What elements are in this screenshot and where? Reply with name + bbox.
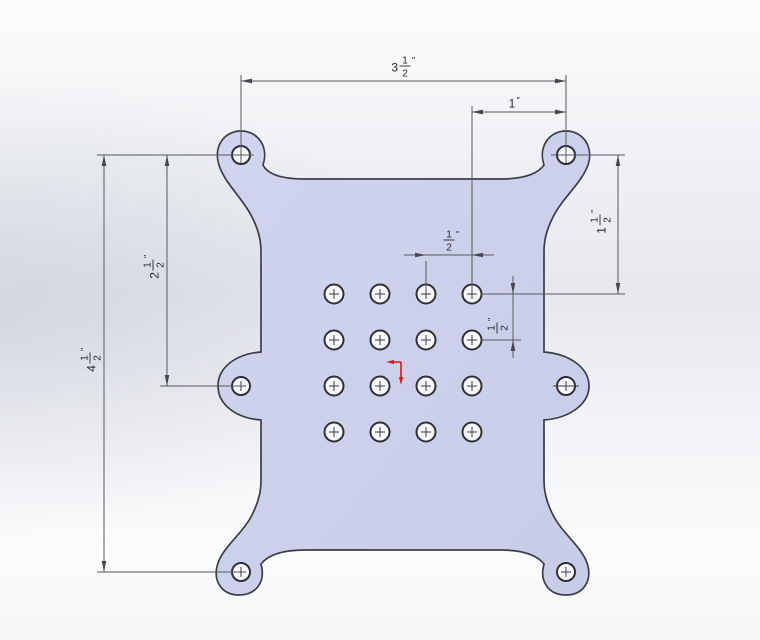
dimension-grid-row-0-5in[interactable]: 1 2 "	[481, 276, 625, 358]
grid-hole[interactable]	[323, 283, 345, 305]
grid-hole[interactable]	[323, 421, 345, 443]
dim-value-numerator: 1	[143, 262, 154, 268]
hole-center-mark	[421, 381, 431, 391]
origin-x-arrowhead	[386, 359, 394, 365]
hole-center-mark	[421, 335, 431, 345]
grid-hole[interactable]	[461, 375, 483, 397]
dim-unit: "	[143, 255, 153, 258]
dim-unit: "	[590, 210, 600, 213]
dim-value-numerator: 1	[487, 325, 498, 331]
dimension-grid-col-0-5in[interactable]: 1 2 "	[404, 230, 494, 290]
dimension-offset-1in[interactable]: 1 "	[471, 96, 566, 290]
dim-value-whole: 1	[509, 97, 516, 111]
dim-unit: "	[412, 56, 415, 66]
dim-value-numerator: 1	[446, 230, 452, 241]
arrowhead	[472, 109, 566, 115]
extension-line	[97, 154, 254, 573]
hole-center-mark	[375, 381, 385, 391]
tab-hole[interactable]	[553, 376, 579, 396]
grid-hole[interactable]	[461, 421, 483, 443]
grid-hole[interactable]	[415, 329, 437, 351]
dim-value-denominator: 2	[500, 325, 511, 331]
hole-center-mark	[467, 427, 477, 437]
hole-center-mark	[329, 427, 339, 437]
grid-hole[interactable]	[415, 375, 437, 397]
grid-hole[interactable]	[461, 329, 483, 351]
dimension-offset-1-5in[interactable]: 1 1 2 "	[551, 154, 625, 294]
grid-hole[interactable]	[415, 421, 437, 443]
dim-unit: "	[517, 96, 520, 106]
dim-value-whole: 4	[85, 365, 99, 372]
dim-value-denominator: 2	[402, 69, 408, 80]
dimension-height-4-5in[interactable]: 4 1 2 "	[80, 154, 255, 573]
extension-line	[240, 75, 567, 163]
dim-value-whole: 2	[148, 272, 162, 279]
dim-value-denominator: 2	[446, 243, 452, 254]
part-face[interactable]	[215, 130, 591, 596]
grid-hole[interactable]	[415, 283, 437, 305]
dim-value-numerator: 1	[590, 217, 601, 223]
dim-unit: "	[487, 318, 497, 321]
hole-center-mark	[467, 289, 477, 299]
hole-center-mark	[329, 335, 339, 345]
hole-center-mark	[553, 381, 579, 391]
dim-unit: "	[80, 348, 90, 351]
grid-hole[interactable]	[369, 283, 391, 305]
hole-center-mark	[561, 567, 571, 577]
hole-center-mark	[421, 289, 431, 299]
hole-center-mark	[467, 335, 477, 345]
dimension-offset-2-5in[interactable]: 2 1 2 "	[143, 155, 245, 387]
hole-center-mark	[375, 335, 385, 345]
dim-value-numerator: 1	[402, 56, 408, 67]
dim-value-whole: 3	[391, 61, 398, 75]
hole-center-mark	[329, 289, 339, 299]
dim-unit: "	[456, 230, 459, 240]
grid-hole[interactable]	[323, 329, 345, 351]
dimension-width-3-5in[interactable]: 3 1 2 "	[240, 56, 567, 164]
hole-center-mark	[375, 289, 385, 299]
origin-marker[interactable]	[386, 359, 404, 385]
grid-hole[interactable]	[369, 421, 391, 443]
hole-center-mark	[421, 427, 431, 437]
grid-hole[interactable]	[323, 375, 345, 397]
grid-hole[interactable]	[369, 375, 391, 397]
tab-hole[interactable]	[556, 562, 576, 582]
hole-center-mark	[467, 381, 477, 391]
dim-value-denominator: 2	[156, 262, 167, 268]
dim-value-whole: 1	[595, 227, 609, 234]
dim-value-numerator: 1	[80, 355, 91, 361]
hole-center-mark	[329, 381, 339, 391]
dim-value-denominator: 2	[93, 355, 104, 361]
grid-hole[interactable]	[369, 329, 391, 351]
hole-center-mark	[375, 427, 385, 437]
origin-y-arrowhead	[398, 377, 404, 385]
extension-line	[481, 293, 625, 341]
dim-value-denominator: 2	[603, 217, 614, 223]
